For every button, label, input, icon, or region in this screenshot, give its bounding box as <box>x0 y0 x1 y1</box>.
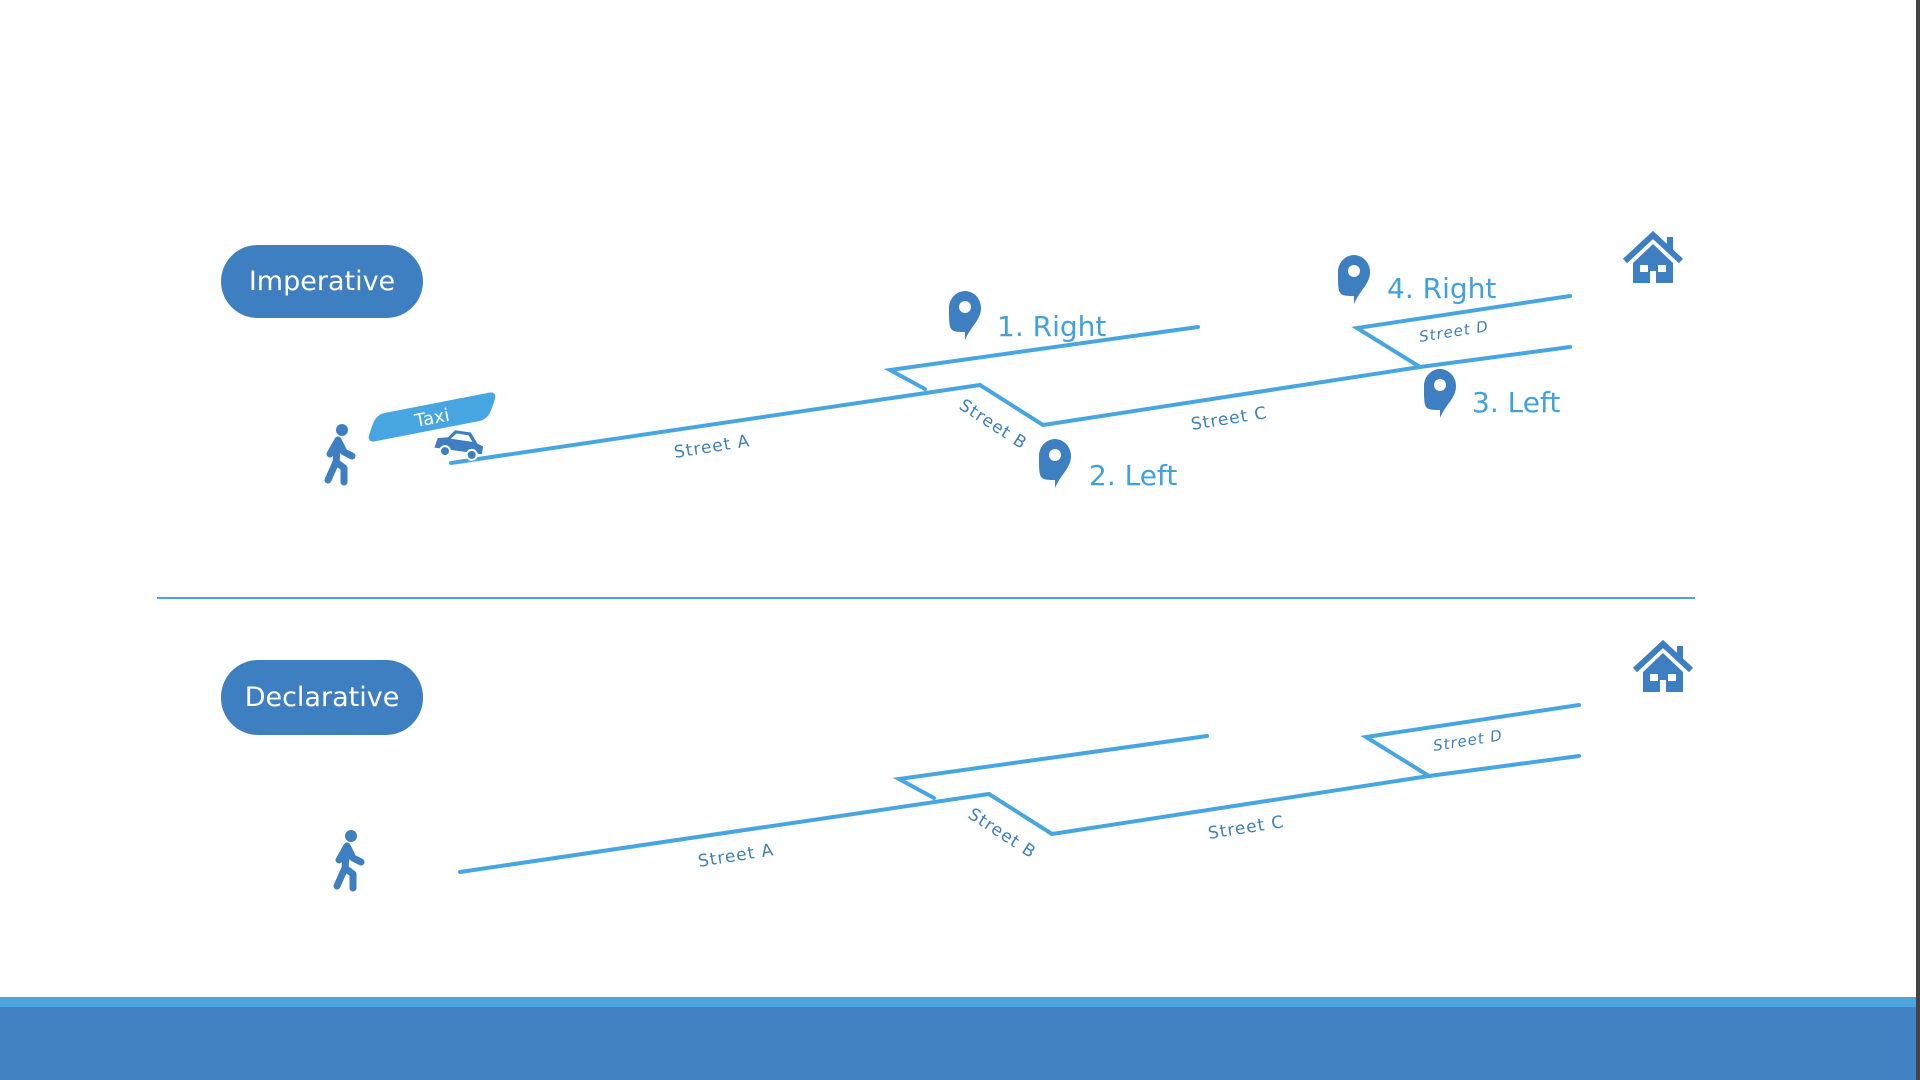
street-c-label: Street C <box>1207 812 1286 844</box>
street-a-label: Street A <box>673 431 752 463</box>
step-4-label: 4. Right <box>1387 272 1496 305</box>
footer-bar <box>0 1007 1920 1080</box>
location-pin-icon <box>949 291 981 340</box>
house-icon <box>1635 644 1691 692</box>
imperative-map: Street A Street B Street C Street D Taxi… <box>328 235 1681 492</box>
step-1-label: 1. Right <box>997 310 1106 343</box>
walking-person-icon <box>328 424 352 482</box>
street-d-label: Street D <box>1418 317 1490 346</box>
street-b-label: Street B <box>955 395 1030 454</box>
car-icon <box>434 430 484 461</box>
taxi-sign: Taxi <box>368 392 496 442</box>
street-d-edge <box>1351 294 1572 369</box>
location-pin-icon <box>1338 255 1370 304</box>
location-pin-icon <box>1424 369 1456 418</box>
window-edge <box>1916 0 1920 1080</box>
location-pin-icon <box>1039 439 1071 488</box>
house-icon <box>1625 235 1681 283</box>
street-b-edge <box>892 734 1209 800</box>
step-3-label: 3. Left <box>1472 386 1560 419</box>
street-a-line <box>449 345 1572 465</box>
street-b-edge <box>883 325 1200 391</box>
walking-person-icon <box>337 830 361 888</box>
street-a-line <box>458 754 1581 874</box>
street-d-edge <box>1360 703 1581 778</box>
street-d-label: Street D <box>1432 726 1504 755</box>
footer-accent-stripe <box>0 997 1920 1007</box>
declarative-map: Street A Street B Street C Street D <box>337 644 1691 888</box>
step-2-label: 2. Left <box>1089 459 1177 492</box>
street-c-label: Street C <box>1190 403 1269 435</box>
street-b-label: Street B <box>964 804 1039 863</box>
street-a-label: Street A <box>697 840 776 872</box>
declarative-badge: Declarative <box>221 660 423 735</box>
imperative-badge: Imperative <box>221 245 423 318</box>
